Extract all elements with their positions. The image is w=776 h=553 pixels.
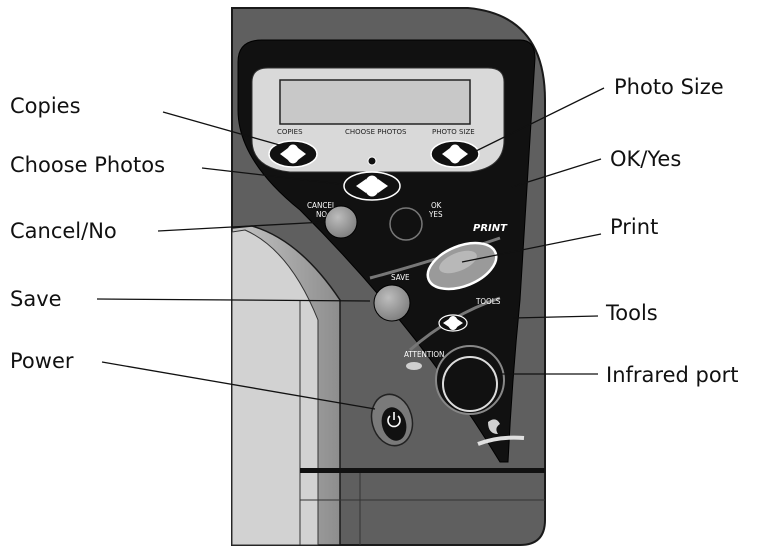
copies-button[interactable] (268, 140, 318, 168)
lcd-screen (279, 79, 471, 125)
callout-print: Print (610, 215, 658, 239)
panel-label-tools: TOOLS (475, 297, 501, 306)
save-button[interactable] (373, 284, 411, 322)
power-icon (387, 415, 401, 428)
leader-lines (96, 87, 605, 410)
choose-photos-button[interactable] (343, 156, 401, 201)
panel-label-print: PRINT (473, 223, 508, 234)
callout-ok-yes: OK/Yes (610, 147, 681, 171)
print-button[interactable] (421, 234, 503, 298)
panel-label-copies: COPIES (277, 128, 303, 136)
panel-label-no: NO (316, 210, 327, 219)
callout-infrared-port: Infrared port (606, 363, 739, 387)
callout-copies: Copies (10, 94, 81, 118)
panel-label-choose-photos: CHOOSE PHOTOS (345, 128, 407, 136)
callout-tools: Tools (605, 301, 658, 325)
cancel-no-button[interactable] (324, 205, 358, 239)
infrared-port (435, 345, 505, 415)
tools-button[interactable] (438, 314, 468, 332)
panel-label-photo-size: PHOTO SIZE (432, 128, 475, 136)
panel-label-save: SAVE (391, 273, 410, 282)
panel-label-ok: OK (431, 201, 442, 210)
panel-label-yes: YES (428, 210, 443, 219)
ok-yes-button[interactable] (389, 207, 423, 241)
callout-power: Power (10, 349, 74, 373)
panel-label-attention: ATTENTION (404, 350, 444, 359)
panel-label-cancel: CANCEL (307, 201, 336, 210)
photo-size-button[interactable] (430, 140, 480, 168)
callout-save: Save (10, 287, 62, 311)
callout-choose-photos: Choose Photos (10, 153, 165, 177)
brand-logo (477, 419, 525, 446)
callout-photo-size: Photo Size (614, 75, 724, 99)
power-button[interactable] (366, 390, 418, 451)
attention-light (406, 362, 422, 370)
callout-cancel-no: Cancel/No (10, 219, 117, 243)
